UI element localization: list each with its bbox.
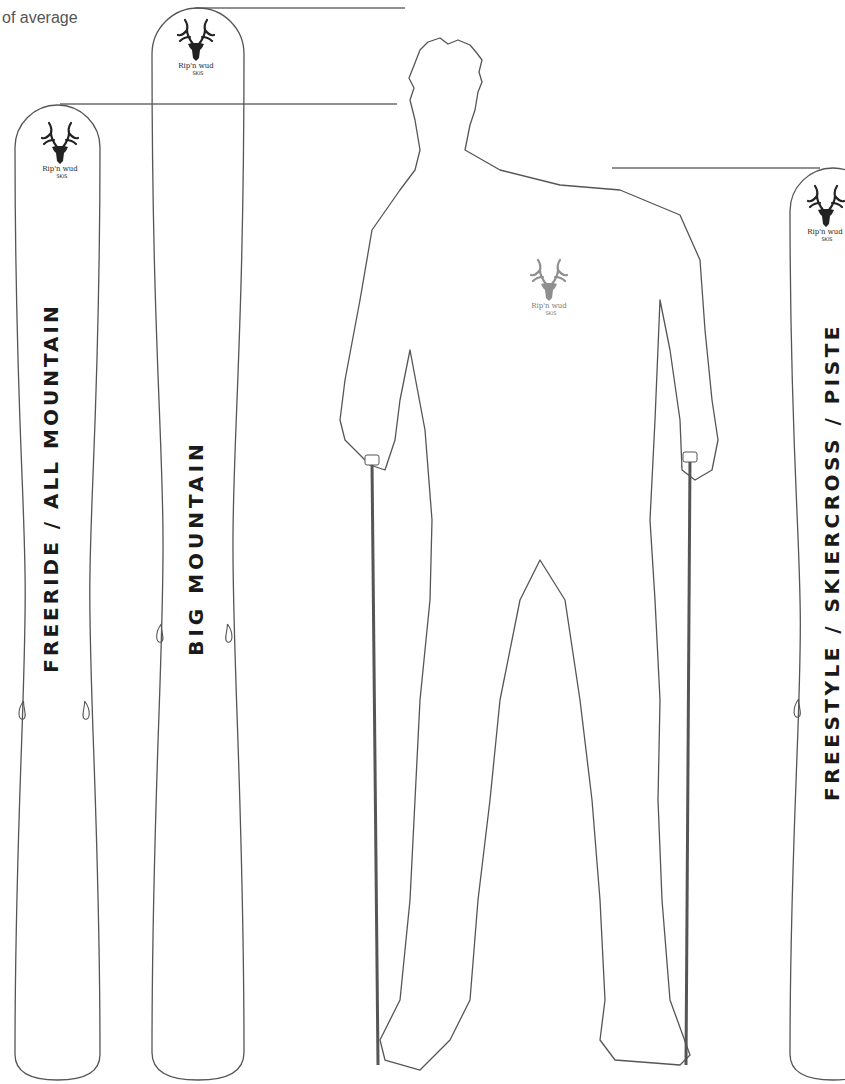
pole-grip — [365, 455, 379, 465]
brand-name: Rip'n wud — [42, 166, 78, 173]
leader-line — [612, 167, 820, 168]
ski-pole — [686, 458, 690, 1065]
deer-logo — [42, 123, 78, 164]
deer-logo — [808, 186, 844, 227]
ski-category: FREERIDE / ALL MOUNTAIN — [41, 303, 61, 672]
brand-subtitle: SKIS — [545, 311, 556, 316]
ski-category: FREESTYLE / SKIERCROSS / PISTE — [822, 323, 842, 801]
ski-shape: FREESTYLE / SKIERCROSS / PISTE — [790, 168, 845, 1080]
ski-shape: BIG MOUNTAIN — [152, 8, 244, 1080]
skier-silhouette — [340, 38, 718, 1070]
brand-subtitle: SKIS — [192, 71, 203, 76]
ski-category: BIG MOUNTAIN — [186, 440, 206, 656]
ski-pole — [372, 462, 378, 1065]
leader-line — [60, 103, 397, 104]
ski-shape: FREERIDE / ALL MOUNTAIN — [15, 105, 100, 1080]
leader-line — [195, 7, 405, 8]
brand-subtitle: SKIS — [821, 237, 832, 242]
pole-grip — [683, 452, 697, 462]
brand-name: Rip'n wud — [531, 303, 567, 310]
deer-logo — [531, 260, 567, 301]
deer-logo — [178, 20, 214, 61]
brand-name: Rip'n wud — [807, 229, 843, 236]
caption-fragment: of average — [2, 10, 78, 26]
brand-subtitle: SKIS — [56, 174, 67, 179]
brand-name: Rip'n wud — [178, 63, 214, 70]
